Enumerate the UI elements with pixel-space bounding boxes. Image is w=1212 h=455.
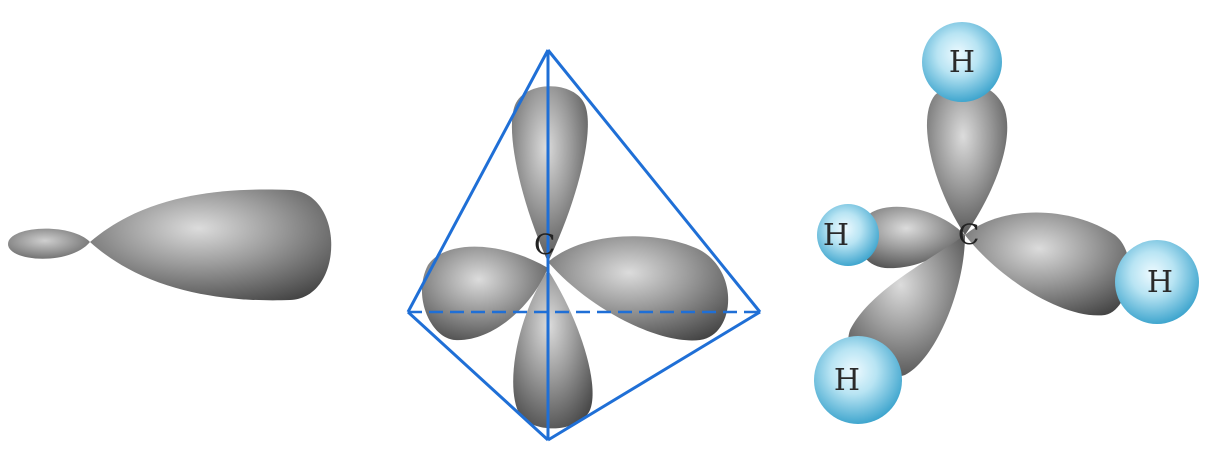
hydrogen-label: H bbox=[834, 363, 860, 398]
bond-lobe-top bbox=[927, 83, 1007, 235]
hydrogen-atom: H bbox=[922, 22, 1002, 102]
methane-panel: H H H H C bbox=[814, 22, 1199, 424]
hydrogen-label: H bbox=[949, 45, 975, 80]
hydrogen-label: H bbox=[823, 218, 849, 253]
hydrogen-label: H bbox=[1147, 265, 1173, 300]
sp3-small-lobe bbox=[8, 229, 90, 259]
bond-lobe-right bbox=[965, 213, 1129, 316]
carbon-label: C bbox=[534, 228, 555, 261]
tetrahedral-hybrid-panel: C bbox=[408, 50, 760, 440]
hydrogen-atom: H bbox=[817, 204, 879, 266]
sp3-orbital-panel bbox=[8, 190, 331, 301]
hydrogen-atom: H bbox=[1115, 240, 1199, 324]
hydrogen-atom: H bbox=[814, 336, 902, 424]
sp3-large-lobe bbox=[90, 190, 331, 301]
carbon-label: C bbox=[958, 218, 979, 251]
